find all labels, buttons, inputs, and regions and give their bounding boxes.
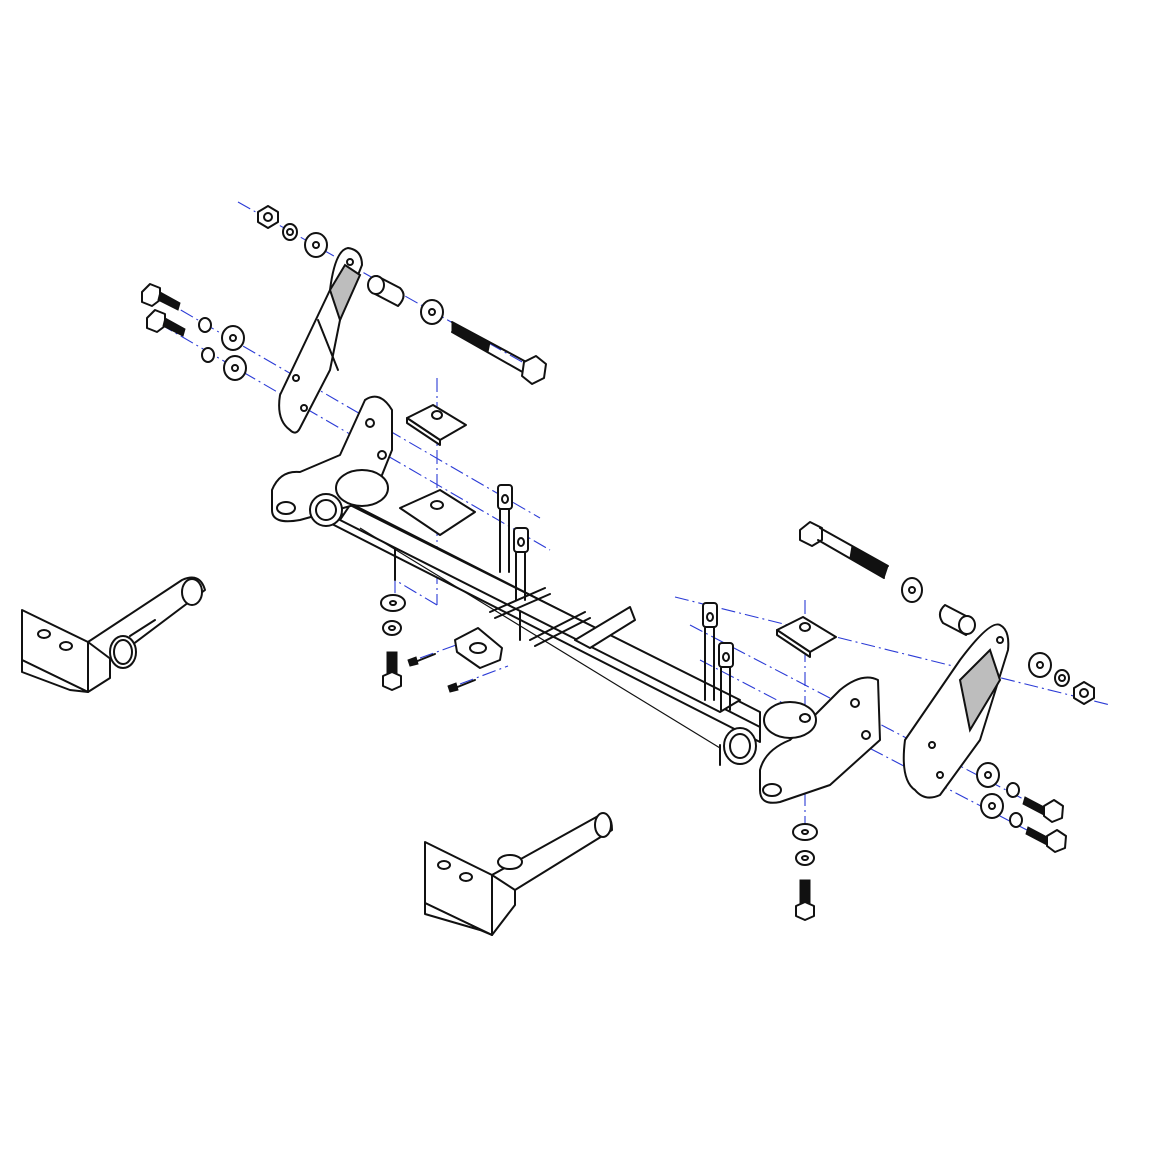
flat-washer [901,577,923,603]
flat-washer [1028,652,1052,678]
threaded-rod [489,587,591,647]
right-side-bracket [902,623,1010,799]
right-mounting-plate [723,676,881,804]
long-bolt [451,321,547,385]
lock-washer [282,223,298,241]
lock-washer [382,620,402,636]
left-saddle-bracket [399,489,476,536]
self-tapping-screw [447,679,476,693]
backing-plate [406,404,467,446]
tow-tab-right [424,812,613,936]
spacer-sleeve [367,275,405,307]
lock-washer [1054,669,1070,687]
flat-washer [380,594,406,612]
hook-bolt [718,642,734,711]
hex-bolt [146,309,186,337]
hex-bolt [141,283,181,311]
hex-nut [257,205,279,229]
hook-bolt [497,484,513,573]
center-tab [574,606,636,649]
left-side-bracket [278,247,363,434]
main-crossbar [329,492,761,766]
lock-washer [795,850,815,866]
hex-bolt [382,651,402,691]
backing-plate [776,616,837,658]
hook-bolt [513,527,529,601]
flat-washer [221,325,247,381]
flat-washer [304,232,328,258]
hex-bolt [795,879,815,921]
spacer-sleeve [939,604,976,636]
flat-washer [976,762,1004,819]
hex-bolt [1022,796,1064,823]
self-tapping-screw [407,653,436,667]
lock-washer [198,317,215,363]
flat-washer [792,823,818,841]
tow-tab-left [21,576,206,693]
left-mounting-plate [271,395,393,527]
lock-washer [1006,782,1023,828]
long-bolt [799,521,889,579]
flat-washer [420,299,444,325]
hook-bolt [702,602,718,701]
splice-plate [454,627,503,669]
hex-bolt [1025,826,1067,853]
hex-nut [1073,681,1095,705]
